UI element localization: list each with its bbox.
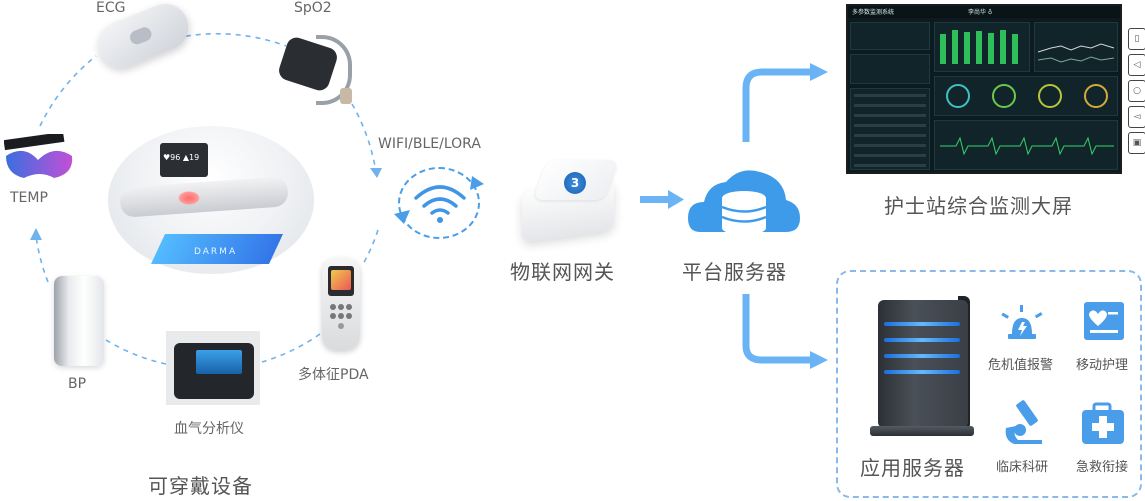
screen-side-button-5[interactable]: ▣ — [1128, 132, 1145, 154]
app-server-label: 应用服务器 — [860, 456, 965, 480]
gateway-to-platform-line — [640, 196, 670, 203]
platform-to-app-arrowhead — [810, 351, 828, 369]
pda-keypad — [330, 304, 352, 329]
function-label-first-aid: 急救衔接 — [1076, 460, 1129, 475]
wearables-title: 可穿戴设备 — [148, 474, 253, 498]
mobile-nursing-icon — [1084, 302, 1124, 340]
device-ring-arc-left — [35, 235, 49, 283]
platform-to-app-line — [742, 294, 812, 364]
screen-panel-a — [850, 22, 930, 50]
server-light-1 — [884, 322, 960, 326]
server-light-4 — [884, 370, 960, 374]
platform-to-screen-arrowhead — [810, 63, 828, 81]
server-light-2 — [884, 338, 960, 342]
microscope-icon — [1005, 400, 1042, 444]
server-tower-image — [878, 300, 968, 428]
function-label-mobile-nursing: 移动护理 — [1076, 358, 1129, 373]
wifi-ring — [398, 167, 480, 239]
screen-panel-b — [850, 54, 930, 84]
temp-label: TEMP — [10, 190, 48, 206]
bp-device-image — [54, 276, 104, 366]
alarm-light-icon — [1001, 305, 1043, 339]
device-ring-arc-right-bottom — [361, 229, 379, 267]
gateway-to-platform-arrowhead — [668, 190, 684, 209]
function-label-alarm: 危机值报警 — [988, 358, 1054, 373]
screen-title-left: 多参数监测系统 — [852, 9, 895, 16]
screen-side-button-3[interactable]: ○ — [1128, 80, 1145, 102]
platform-to-screen-line — [742, 68, 812, 142]
ring-arrowhead-right — [370, 168, 382, 178]
device-ring-arc-left-top — [39, 55, 97, 127]
ecg-label: ECG — [96, 0, 126, 16]
blood-gas-screen — [196, 350, 242, 374]
blood-gas-label: 血气分析仪 — [174, 421, 244, 437]
nurse-station-label: 护士站综合监测大屏 — [884, 194, 1073, 218]
sensor-highlight — [178, 191, 200, 205]
pda-screen — [328, 266, 354, 296]
pda-label: 多体征PDA — [298, 367, 369, 383]
sensor-pad-brand: DARMA — [194, 247, 238, 257]
device-ring-arc-top — [175, 32, 287, 47]
spo2-label: SpO2 — [294, 0, 332, 16]
device-ring-arc-bottom-right — [261, 333, 321, 363]
server-light-3 — [884, 354, 960, 358]
device-ring-arc-right-top — [351, 103, 377, 173]
gateway-label: 物联网网关 — [510, 260, 615, 284]
screen-panel-trend — [1034, 22, 1118, 72]
bedside-monitor — [160, 143, 208, 177]
screen-header — [848, 6, 1120, 18]
screen-graphics — [854, 30, 1115, 167]
app-server-box — [836, 270, 1142, 498]
temp-device-image — [4, 134, 73, 178]
function-label-clinical-research: 临床科研 — [996, 460, 1049, 475]
bp-label: BP — [68, 376, 87, 392]
spo2-plug — [340, 88, 352, 104]
ring-arrowhead-left — [30, 228, 42, 240]
screen-panel-gauges — [934, 76, 1118, 116]
platform-label: 平台服务器 — [682, 260, 787, 284]
screen-side-button-1[interactable]: ▯ — [1128, 28, 1145, 50]
device-ring-arc-bottom-left — [105, 339, 167, 365]
cloud-database-icon — [688, 170, 800, 235]
first-aid-kit-icon — [1082, 402, 1124, 444]
screen-title-center: 李尚华 ♁ — [968, 9, 993, 16]
monitor-readout: ♥96 ▲19 — [163, 153, 200, 162]
protocols-label: WIFI/BLE/LORA — [378, 136, 481, 152]
screen-side-button-4[interactable]: ◅ — [1128, 106, 1145, 128]
gateway-logo-icon: 3 — [564, 172, 586, 194]
screen-side-button-2[interactable]: ◁ — [1128, 54, 1145, 76]
server-tower-base — [870, 426, 974, 436]
